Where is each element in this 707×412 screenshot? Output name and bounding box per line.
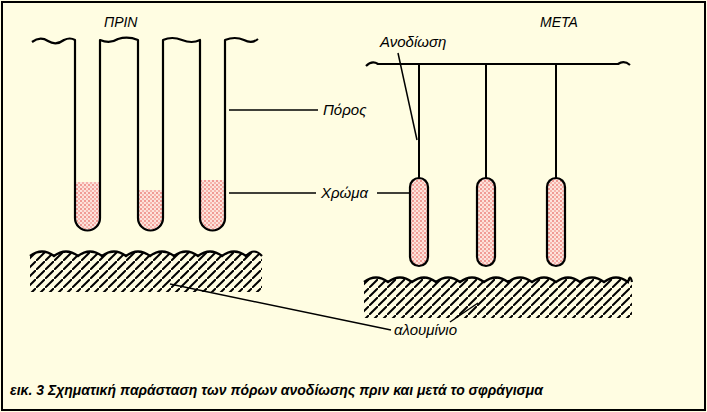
panel-heading: ΠΡΙΝ (104, 14, 137, 30)
open-pores (32, 38, 258, 231)
part-label: Ανοδίωση (380, 33, 446, 50)
aluminium-base (362, 278, 634, 327)
leader-line (170, 53, 478, 330)
sealed-pore-neck (419, 64, 556, 180)
part-label: Χρώμα (321, 184, 368, 201)
anodic-layer-surface (366, 62, 630, 66)
panel-heading: ΜΕΤΑ (540, 14, 578, 30)
figure-caption: εικ. 3 Σχηματική παράσταση των πόρων ανο… (10, 382, 697, 398)
part-label: Πόρος (323, 101, 366, 118)
part-label: αλουμίνιο (394, 321, 457, 338)
aluminium-base (28, 252, 264, 301)
sealed-dye-capsule (410, 178, 565, 266)
